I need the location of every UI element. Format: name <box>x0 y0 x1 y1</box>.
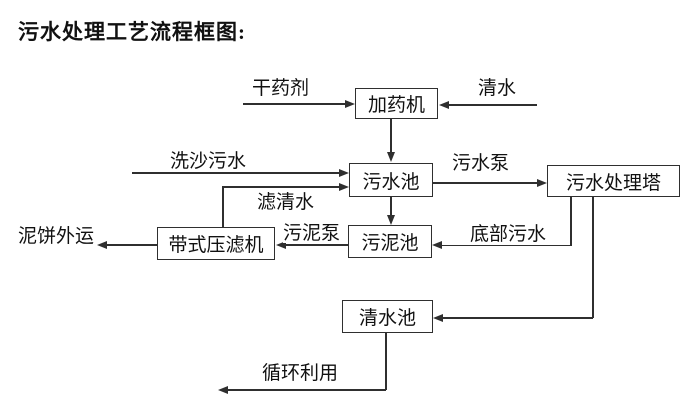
arrow-left-icon <box>432 241 442 249</box>
arrow-down-icon <box>386 215 395 225</box>
label-sludge-pump: 污泥泵 <box>283 223 341 244</box>
label-sand-washing-sewage: 洗沙污水 <box>170 151 247 172</box>
label-clean-water: 清水 <box>478 78 517 99</box>
node-sewage-pool: 污水池 <box>349 163 433 197</box>
connector-sludge-pump-line <box>286 244 348 246</box>
arrow-left-icon <box>276 240 286 249</box>
label-mud-cake-out: 泥饼外运 <box>18 226 95 247</box>
arrow-right-icon <box>537 178 547 187</box>
label-filtered-water: 滤清水 <box>257 192 315 213</box>
connector-dry-chemical-line <box>243 103 347 105</box>
connector-sewage-pump-line <box>433 182 537 184</box>
connector-recycle-vline <box>385 333 387 390</box>
connector-sand-washing-line <box>132 172 341 174</box>
connector-bottom-sewage-line <box>442 244 571 246</box>
arrow-left-icon <box>97 240 107 249</box>
connector-tower-to-clean-vline <box>592 197 594 318</box>
node-belt-filter-press: 带式压滤机 <box>157 227 275 260</box>
node-treatment-tower: 污水处理塔 <box>547 165 680 197</box>
label-recycle-use: 循环利用 <box>262 363 339 384</box>
label-sewage-pump: 污水泵 <box>452 153 510 174</box>
arrow-down-icon <box>386 152 395 162</box>
connector-filtered-water-line <box>222 186 341 188</box>
arrow-right-icon <box>339 182 349 191</box>
label-dry-chemical: 干药剂 <box>252 78 310 99</box>
node-sludge-pool: 污泥池 <box>348 225 432 258</box>
arrow-left-icon <box>439 100 449 109</box>
connector-tower-to-clean-line <box>443 317 593 319</box>
arrow-left-icon <box>218 386 228 394</box>
node-dosing-machine: 加药机 <box>355 88 438 119</box>
arrow-right-icon <box>345 99 355 108</box>
connector-clean-water-line <box>448 104 537 106</box>
connector-dosing-to-sewage-line <box>390 119 392 153</box>
label-bottom-sewage: 底部污水 <box>470 224 547 245</box>
page-title: 污水处理工艺流程框图: <box>18 20 246 44</box>
connector-sewage-to-sludge-line <box>390 197 392 216</box>
connector-filtered-water-vline <box>222 186 224 227</box>
arrow-left-icon <box>433 314 443 322</box>
node-clean-water-pool: 清水池 <box>342 300 433 333</box>
connector-bottom-sewage-vline <box>570 197 572 246</box>
arrow-right-icon <box>339 168 349 177</box>
connector-mud-cake-line <box>107 244 157 246</box>
connector-recycle-line <box>228 389 386 391</box>
